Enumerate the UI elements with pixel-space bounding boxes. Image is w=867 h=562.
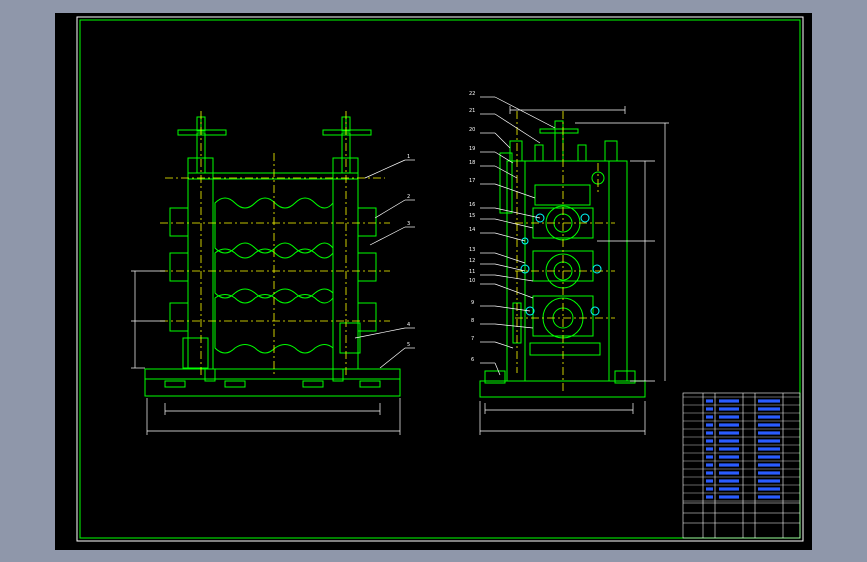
parts-cell-mark <box>719 415 739 419</box>
parts-cell-mark <box>719 399 739 403</box>
balloon-5: 5 <box>407 342 410 348</box>
parts-cell-mark <box>706 423 713 427</box>
parts-cell-mark <box>706 407 713 411</box>
balloon-3: 3 <box>407 221 410 227</box>
parts-cell-mark <box>758 423 780 427</box>
title-block <box>682 392 801 539</box>
balloon-15: 15 <box>469 213 475 219</box>
left-view-dimensions <box>131 270 401 435</box>
balloon-17: 17 <box>469 178 475 184</box>
parts-cell-mark <box>758 487 780 491</box>
balloon-13: 13 <box>469 247 475 253</box>
parts-cell-mark <box>719 439 739 443</box>
balloon-19: 19 <box>469 146 475 152</box>
parts-cell-mark <box>706 447 713 451</box>
parts-cell-mark <box>758 479 780 483</box>
parts-cell-mark <box>719 423 739 427</box>
left-leaders <box>354 159 415 369</box>
parts-cell-mark <box>719 463 739 467</box>
parts-cell-mark <box>719 471 739 475</box>
parts-cell-mark <box>758 415 780 419</box>
left-base-plate <box>144 368 401 397</box>
balloon-8: 8 <box>471 318 474 324</box>
right-view <box>479 120 646 398</box>
drawing-sheet: 1 2 3 4 5 <box>76 16 804 542</box>
parts-cell-mark <box>706 399 713 403</box>
parts-cell-mark <box>758 463 780 467</box>
parts-cell-mark <box>758 471 780 475</box>
parts-cell-mark <box>706 487 713 491</box>
right-leaders <box>480 96 556 376</box>
right-bearing-highlights <box>520 213 602 316</box>
right-view-dimensions <box>479 106 669 435</box>
parts-cell-mark <box>719 487 739 491</box>
balloon-1: 1 <box>407 154 410 160</box>
parts-list-frame <box>682 392 801 539</box>
left-housing-post <box>187 157 214 370</box>
balloon-4: 4 <box>407 322 410 328</box>
parts-cell-mark <box>758 447 780 451</box>
balloon-7: 7 <box>471 336 474 342</box>
middle-roll <box>214 248 334 299</box>
parts-cell-mark <box>706 471 713 475</box>
parts-cell-mark <box>719 431 739 435</box>
parts-cell-mark <box>719 479 739 483</box>
balloon-2: 2 <box>407 194 410 200</box>
parts-list-rows <box>683 396 800 502</box>
parts-cell-mark <box>706 479 713 483</box>
bottom-roll <box>214 294 334 354</box>
inner-border <box>79 19 801 539</box>
parts-cell-mark <box>719 447 739 451</box>
right-balloons: 22 21 20 19 18 17 16 15 14 13 12 11 10 9… <box>469 91 475 363</box>
parts-cell-mark <box>758 439 780 443</box>
right-housing-post <box>332 157 359 370</box>
outer-border <box>76 16 804 542</box>
balloon-9: 9 <box>471 300 474 306</box>
balloon-18: 18 <box>469 160 475 166</box>
parts-list-text <box>706 399 780 499</box>
balloon-20: 20 <box>469 127 475 133</box>
left-balloons: 1 2 3 4 5 <box>407 154 410 348</box>
balloon-11: 11 <box>469 269 475 275</box>
balloon-22: 22 <box>469 91 475 97</box>
parts-cell-mark <box>758 455 780 459</box>
left-view-centerlines <box>160 111 390 375</box>
parts-cell-mark <box>758 407 780 411</box>
parts-cell-mark <box>706 455 713 459</box>
right-view-centerlines <box>515 111 615 393</box>
parts-cell-mark <box>719 407 739 411</box>
parts-cell-mark <box>758 431 780 435</box>
parts-cell-mark <box>758 399 780 403</box>
balloon-12: 12 <box>469 258 475 264</box>
balloon-10: 10 <box>469 278 475 284</box>
cad-viewport[interactable]: 1 2 3 4 5 <box>55 13 812 550</box>
right-housing <box>506 160 628 382</box>
balloon-21: 21 <box>469 108 475 114</box>
parts-cell-mark <box>719 455 739 459</box>
parts-cell-mark <box>706 495 713 499</box>
top-roll <box>214 197 334 254</box>
parts-cell-mark <box>706 439 713 443</box>
parts-cell-mark <box>719 495 739 499</box>
left-view <box>144 116 401 397</box>
balloon-16: 16 <box>469 202 475 208</box>
parts-cell-mark <box>706 431 713 435</box>
balloon-6: 6 <box>471 357 474 363</box>
parts-cell-mark <box>706 463 713 467</box>
balloon-14: 14 <box>469 227 475 233</box>
parts-cell-mark <box>706 415 713 419</box>
parts-cell-mark <box>758 495 780 499</box>
